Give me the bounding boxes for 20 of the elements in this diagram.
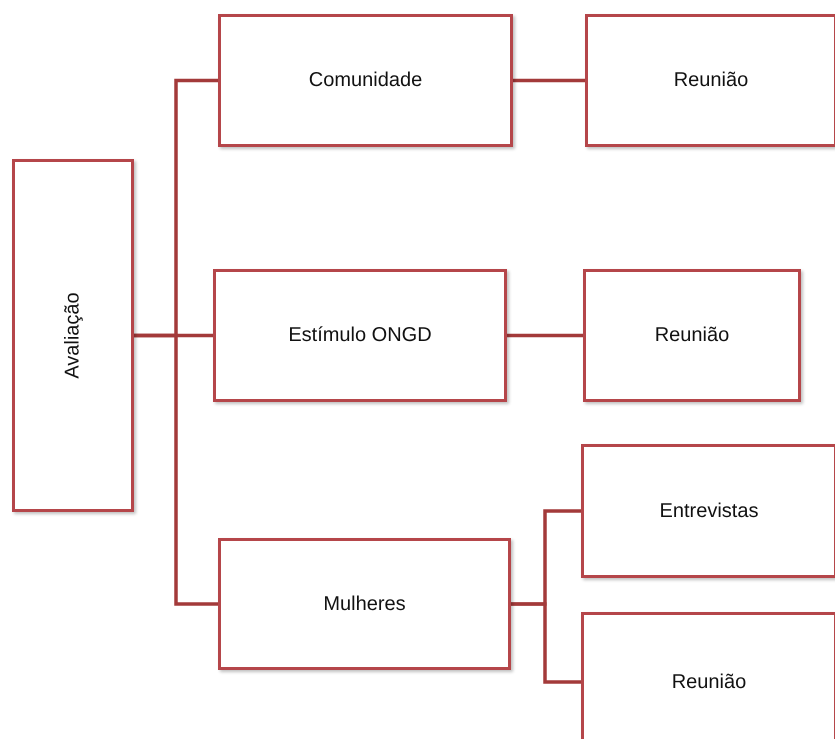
box-label: Entrevistas [660, 500, 758, 522]
connector-line [511, 602, 581, 684]
box-label: Reunião [674, 69, 748, 92]
connector-line [134, 334, 218, 606]
box-label: Reunião [672, 670, 746, 694]
box-label: Reunião [654, 324, 730, 347]
box-label: Mulheres [323, 592, 406, 616]
process-box [218, 538, 511, 670]
process-box [12, 159, 134, 512]
process-box [581, 612, 835, 739]
process-box [581, 444, 835, 578]
box-label: Comunidade [308, 69, 422, 92]
process-box [218, 14, 513, 147]
connector-line [507, 334, 583, 338]
process-box [213, 269, 507, 402]
box-label: Estímulo ONGD [288, 324, 432, 347]
box-label: Avaliação [62, 292, 84, 379]
connector-line [513, 78, 585, 82]
process-box [583, 269, 801, 402]
process-box [585, 14, 835, 147]
